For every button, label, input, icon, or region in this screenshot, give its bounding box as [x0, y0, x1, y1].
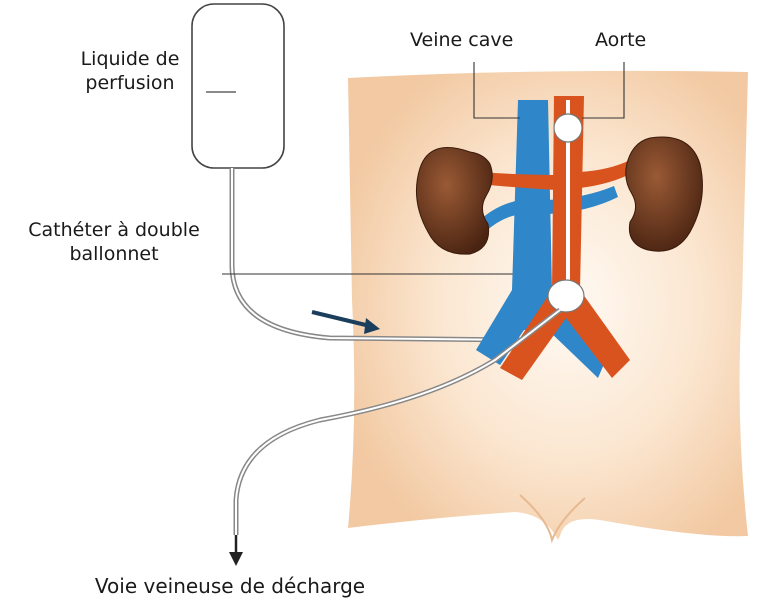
catheter-label-line2: ballonnet — [8, 242, 220, 266]
catheter-label-line1: Cathéter à double — [8, 218, 220, 242]
vena-cava-label: Veine cave — [410, 28, 513, 52]
balloon-icon — [548, 280, 584, 312]
infusion-bag-label-line1: Liquide de — [50, 47, 210, 71]
balloon-icon — [554, 114, 582, 142]
drain-label: Voie veineuse de décharge — [80, 574, 380, 598]
down-arrow-icon — [229, 535, 243, 566]
aorta-label: Aorte — [595, 28, 646, 52]
infusion-bag-label-line2: perfusion — [50, 71, 210, 95]
catheter-label: Cathéter à double ballonnet — [8, 218, 220, 266]
infusion-bag-label: Liquide de perfusion — [50, 47, 210, 95]
